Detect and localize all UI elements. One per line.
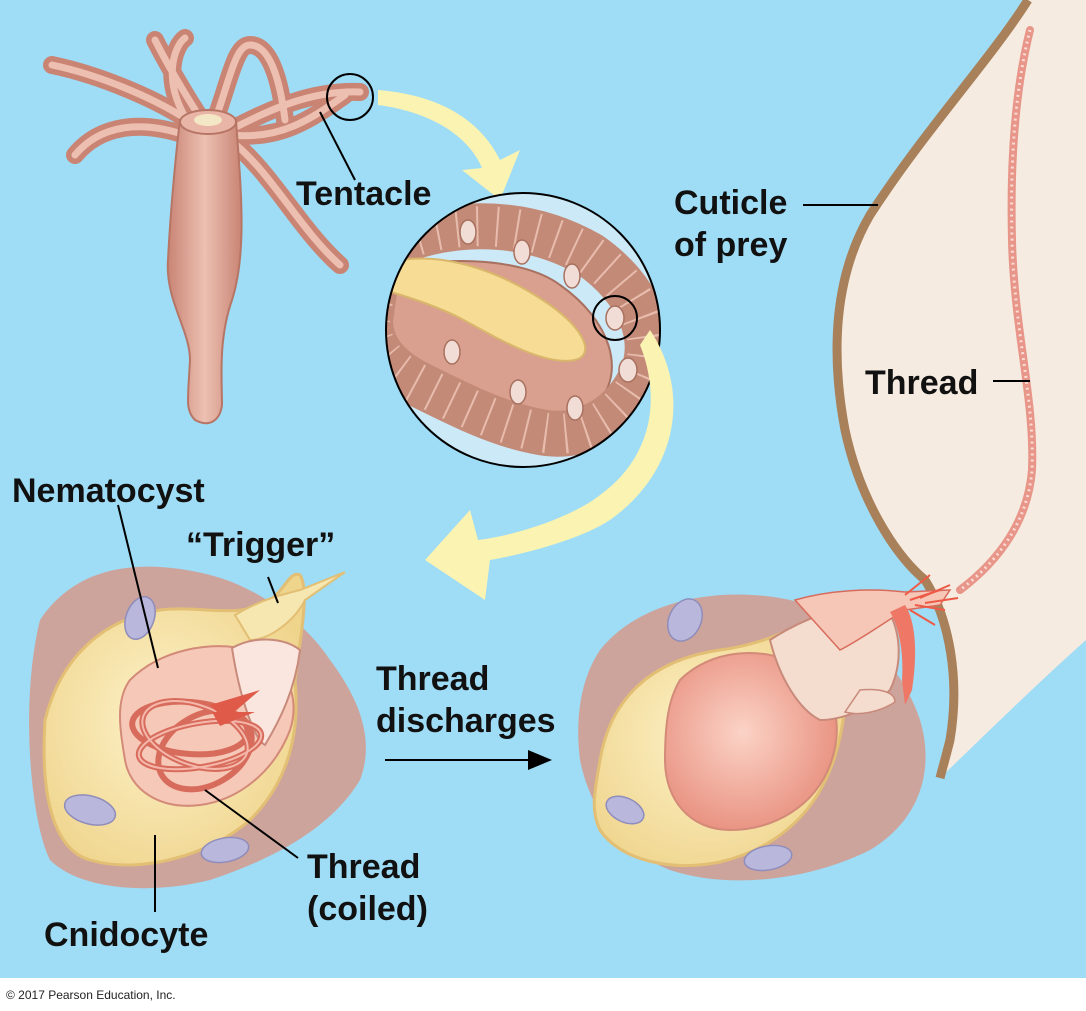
zoom-arrow-1 [378,90,520,200]
label-thread-coiled-line1: Thread [307,848,421,886]
tentacle-zoom-marker [326,73,374,121]
copyright-notice: © 2017 Pearson Education, Inc. [6,988,176,1002]
label-trigger: “Trigger” [186,526,336,564]
prey-cuticle [832,0,1032,780]
cnidocyte-discharged [578,574,959,881]
tentacle-cross-section [385,192,661,468]
leader-lines [117,111,1030,912]
discharge-arrow [385,750,552,770]
label-tentacle: Tentacle [296,175,432,213]
label-thread-right: Thread [865,364,979,402]
footer-band [0,978,1086,1006]
hydra [43,29,369,425]
label-discharge-line2: discharges [376,702,556,740]
zoom-arrow-2 [425,330,674,600]
label-cnidocyte: Cnidocyte [44,916,209,954]
prey-body [837,0,1086,778]
thread-texture [959,29,1034,592]
label-discharge-line1: Thread [376,660,490,698]
label-thread-coiled-line2: (coiled) [307,890,428,928]
label-nematocyst: Nematocyst [12,472,205,510]
cnidocyte-undischarged [29,566,366,889]
label-cuticle-line1: Cuticle [674,184,788,222]
label-cuticle-line2: of prey [674,226,788,264]
